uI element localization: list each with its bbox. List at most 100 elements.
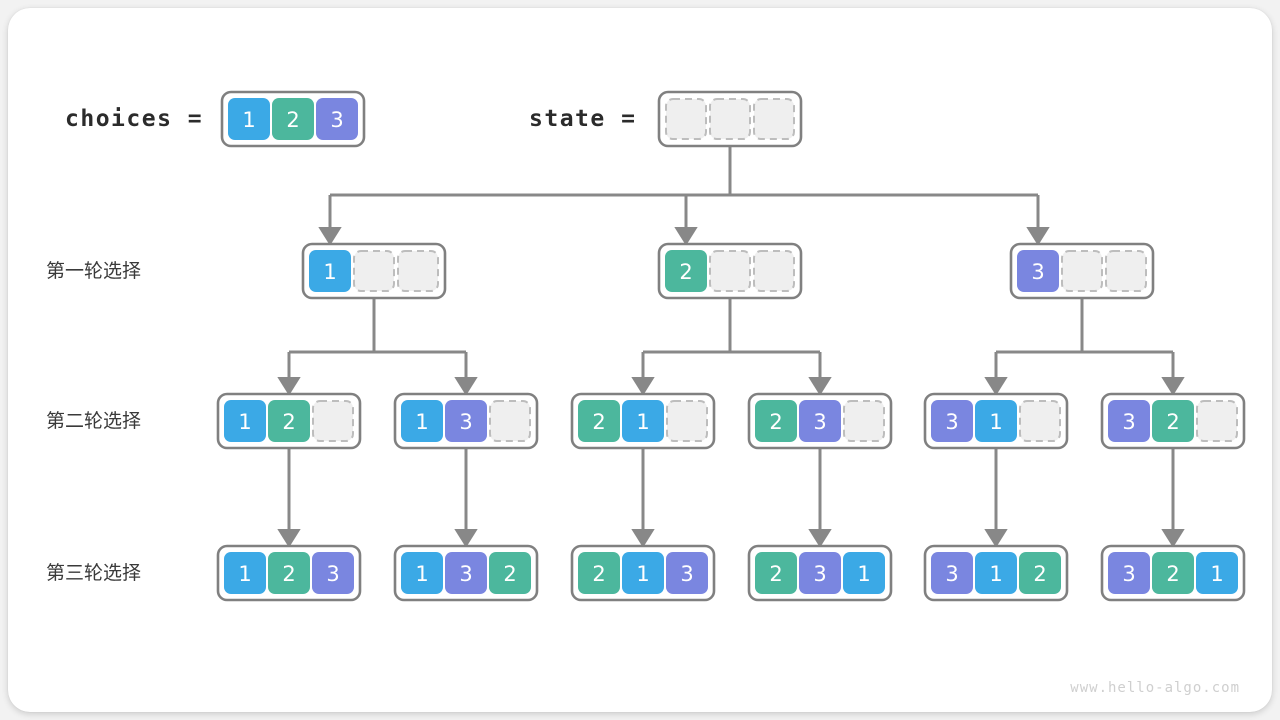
state-box-round3-4: 2 3 1 (747, 544, 893, 602)
filled-cell: 2 (268, 400, 310, 442)
cell-value: 3 (945, 562, 958, 586)
empty-cell (709, 250, 751, 292)
filled-cell: 3 (445, 400, 487, 442)
filled-cell: 3 (445, 552, 487, 594)
filled-cell: 1 (843, 552, 885, 594)
empty-cell (665, 98, 707, 140)
row-label-2: 第二轮选择 (46, 410, 141, 432)
cell-value: 1 (242, 108, 255, 132)
cell-value: 1 (1210, 562, 1223, 586)
cell-value: 3 (330, 108, 343, 132)
cell-value: 1 (415, 562, 428, 586)
cell-value: 1 (636, 562, 649, 586)
cell-value: 2 (1033, 562, 1046, 586)
filled-cell: 1 (224, 552, 266, 594)
choices-box: 1 2 3 (220, 90, 366, 148)
cell-value: 1 (989, 410, 1002, 434)
filled-cell: 1 (622, 400, 664, 442)
empty-cell (753, 98, 795, 140)
cell-value: 2 (282, 562, 295, 586)
cell-value: 3 (813, 410, 826, 434)
state-box-round3-2: 1 3 2 (393, 544, 539, 602)
row-label-3: 第三轮选择 (46, 562, 141, 584)
filled-cell: 3 (316, 98, 358, 140)
cell-value: 2 (592, 562, 605, 586)
cell-value: 2 (769, 562, 782, 586)
state-box (657, 90, 803, 148)
cell-value: 3 (680, 562, 693, 586)
cell-value: 1 (857, 562, 870, 586)
state-label: state = (529, 106, 636, 132)
cell-value: 3 (813, 562, 826, 586)
empty-cell (312, 400, 354, 442)
filled-cell: 2 (489, 552, 531, 594)
cell-value: 3 (326, 562, 339, 586)
cell-value: 2 (769, 410, 782, 434)
filled-cell: 1 (401, 552, 443, 594)
filled-cell: 3 (799, 400, 841, 442)
cell-value: 2 (679, 260, 692, 284)
filled-cell: 3 (666, 552, 708, 594)
state-box-round3-5: 3 1 2 (923, 544, 1069, 602)
watermark-text: www.hello-algo.com (1070, 680, 1240, 696)
filled-cell: 1 (228, 98, 270, 140)
filled-cell: 1 (309, 250, 351, 292)
row-label-1: 第一轮选择 (46, 260, 141, 282)
empty-cell (489, 400, 531, 442)
filled-cell: 1 (975, 400, 1017, 442)
choices-label: choices = (65, 106, 203, 132)
filled-cell: 2 (755, 400, 797, 442)
tree-connectors (277, 146, 1185, 548)
cell-value: 2 (1166, 410, 1179, 434)
cell-value: 1 (238, 562, 251, 586)
cell-value: 1 (415, 410, 428, 434)
cell-value: 3 (945, 410, 958, 434)
cell-value: 3 (1122, 562, 1135, 586)
empty-cell (1061, 250, 1103, 292)
empty-cell (1196, 400, 1238, 442)
filled-cell: 1 (401, 400, 443, 442)
filled-cell: 2 (272, 98, 314, 140)
cell-value: 2 (286, 108, 299, 132)
empty-cell (1105, 250, 1147, 292)
empty-cell (353, 250, 395, 292)
cell-value: 2 (503, 562, 516, 586)
filled-cell: 2 (665, 250, 707, 292)
filled-cell: 3 (799, 552, 841, 594)
empty-cell (709, 98, 751, 140)
cell-value: 3 (459, 410, 472, 434)
filled-cell: 1 (224, 400, 266, 442)
cell-value: 2 (1166, 562, 1179, 586)
filled-cell: 2 (268, 552, 310, 594)
empty-cell (1019, 400, 1061, 442)
cell-value: 3 (459, 562, 472, 586)
state-box-round1-2: 2 (657, 242, 803, 300)
filled-cell: 1 (622, 552, 664, 594)
state-box-round3-6: 3 2 1 (1100, 544, 1246, 602)
state-box-round3-3: 2 1 3 (570, 544, 716, 602)
cell-value: 1 (989, 562, 1002, 586)
filled-cell: 3 (931, 400, 973, 442)
filled-cell: 1 (975, 552, 1017, 594)
state-box-round1-1: 1 (301, 242, 447, 300)
filled-cell: 3 (312, 552, 354, 594)
filled-cell: 3 (1108, 552, 1150, 594)
cell-value: 1 (636, 410, 649, 434)
filled-cell: 1 (1196, 552, 1238, 594)
empty-cell (666, 400, 708, 442)
filled-cell: 2 (578, 400, 620, 442)
filled-cell: 2 (1152, 552, 1194, 594)
empty-cell (397, 250, 439, 292)
empty-cell (753, 250, 795, 292)
filled-cell: 2 (1152, 400, 1194, 442)
